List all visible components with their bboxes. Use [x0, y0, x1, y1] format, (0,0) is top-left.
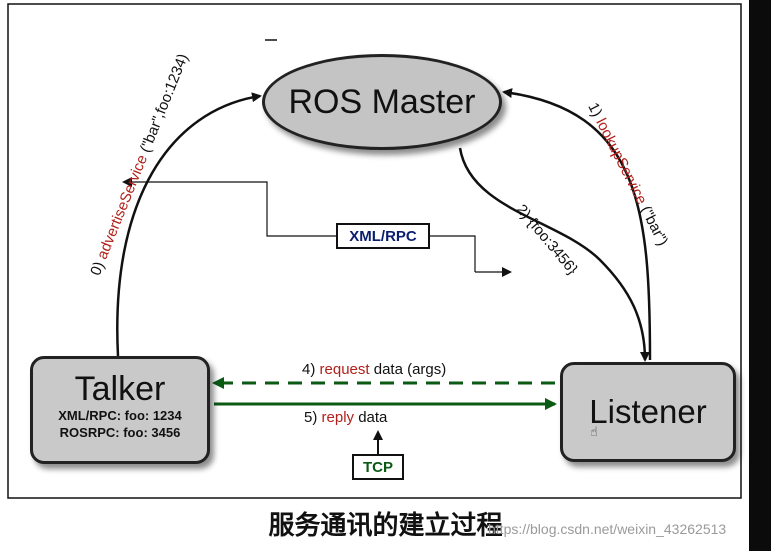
talker-node: Talker XML/RPC: foo: 1234 ROSRPC: foo: 3… [30, 356, 210, 464]
xmlrpc-connector [122, 177, 476, 272]
arrow-lookup [502, 88, 652, 361]
ros-master-node: ROS Master [262, 54, 502, 150]
reply-label: 5) reply data [304, 409, 387, 426]
reply-rest: data [354, 409, 388, 426]
screen-edge-bar [749, 0, 771, 551]
request-word: request [319, 361, 370, 378]
request-label: 4) request data (args) [302, 361, 446, 378]
xmlrpc-tag-label: XML/RPC [349, 227, 417, 245]
hand-cursor-icon: ☝ [590, 424, 598, 439]
tcp-tag: TCP [352, 454, 404, 480]
talker-xmlrpc-line: XML/RPC: foo: 1234 [58, 408, 182, 423]
listener-node: Listener [560, 362, 736, 462]
request-rest: data (args) [369, 361, 447, 378]
request-step: 4) [302, 361, 320, 378]
tcp-tag-label: TCP [363, 458, 393, 476]
reply-word: reply [321, 409, 355, 426]
talker-title: Talker [74, 370, 166, 408]
diagram-border [7, 3, 742, 499]
caption: 服务通讯的建立过程 [268, 510, 503, 540]
xmlrpc-tag: XML/RPC [336, 223, 430, 249]
arrow-advertise [116, 92, 262, 357]
watermark: https://blog.csdn.net/weixin_43262513 [488, 521, 727, 537]
talker-rosrpc-line: ROSRPC: foo: 3456 [59, 425, 181, 440]
arrow-response [458, 147, 650, 362]
ros-master-label: ROS Master [288, 82, 476, 121]
reply-step: 5) [304, 409, 322, 426]
listener-label: Listener [589, 393, 707, 430]
